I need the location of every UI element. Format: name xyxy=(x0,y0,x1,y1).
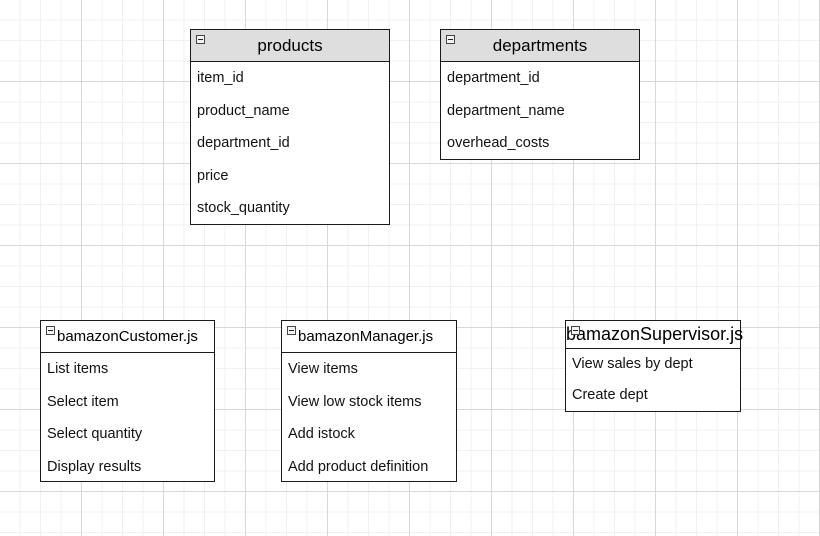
field-create-dept[interactable]: Create dept xyxy=(572,387,648,403)
field-display-results[interactable]: Display results xyxy=(47,458,142,475)
field-department-id[interactable]: department_id xyxy=(447,70,540,86)
field-item-id[interactable]: item_id xyxy=(197,70,244,86)
field-overhead-costs[interactable]: overhead_costs xyxy=(447,135,550,151)
entity-header[interactable]: bamazonSupervisor.js xyxy=(566,321,744,349)
collapse-icon[interactable] xyxy=(287,326,296,335)
field-view-items[interactable]: View items xyxy=(288,361,358,377)
collapse-icon[interactable] xyxy=(446,35,455,44)
field-price[interactable]: price xyxy=(197,167,229,184)
entity-supervisor-js[interactable]: bamazonSupervisor.js View sales by dept … xyxy=(565,320,744,412)
entity-customer-js[interactable]: bamazonCustomer.js List items Select ite… xyxy=(40,320,215,482)
entity-manager-js[interactable]: bamazonManager.js View items View low st… xyxy=(281,320,457,482)
field-product-name[interactable]: product_name xyxy=(197,102,290,119)
field-view-sales-by-dept[interactable]: View sales by dept xyxy=(572,356,693,372)
field-view-low-stock-items[interactable]: View low stock items xyxy=(288,393,422,410)
entity-header[interactable]: departments xyxy=(441,30,639,62)
entity-header[interactable]: bamazonCustomer.js xyxy=(41,321,214,353)
entity-title: products xyxy=(257,35,323,55)
entity-title: bamazonSupervisor.js xyxy=(566,324,744,344)
field-add-istock[interactable]: Add istock xyxy=(288,426,355,442)
field-department-name[interactable]: department_name xyxy=(447,102,565,119)
field-list-items[interactable]: List items xyxy=(47,361,109,377)
collapse-icon[interactable] xyxy=(46,326,55,335)
entity-products[interactable]: products item_id product_name department… xyxy=(190,29,390,225)
collapse-icon[interactable] xyxy=(571,326,580,335)
entity-header[interactable]: products xyxy=(191,30,389,62)
field-select-quantity[interactable]: Select quantity xyxy=(47,426,143,442)
field-department-id[interactable]: department_id xyxy=(197,135,290,151)
entity-title: bamazonCustomer.js xyxy=(57,328,198,345)
entity-header[interactable]: bamazonManager.js xyxy=(282,321,456,353)
field-stock-quantity[interactable]: stock_quantity xyxy=(197,200,290,216)
collapse-icon[interactable] xyxy=(196,35,205,44)
entity-title: departments xyxy=(492,35,588,55)
field-add-product-definition[interactable]: Add product definition xyxy=(288,458,429,475)
entity-title: bamazonManager.js xyxy=(298,328,434,345)
field-select-item[interactable]: Select item xyxy=(47,393,119,410)
entity-departments[interactable]: departments department_id department_nam… xyxy=(440,29,640,160)
